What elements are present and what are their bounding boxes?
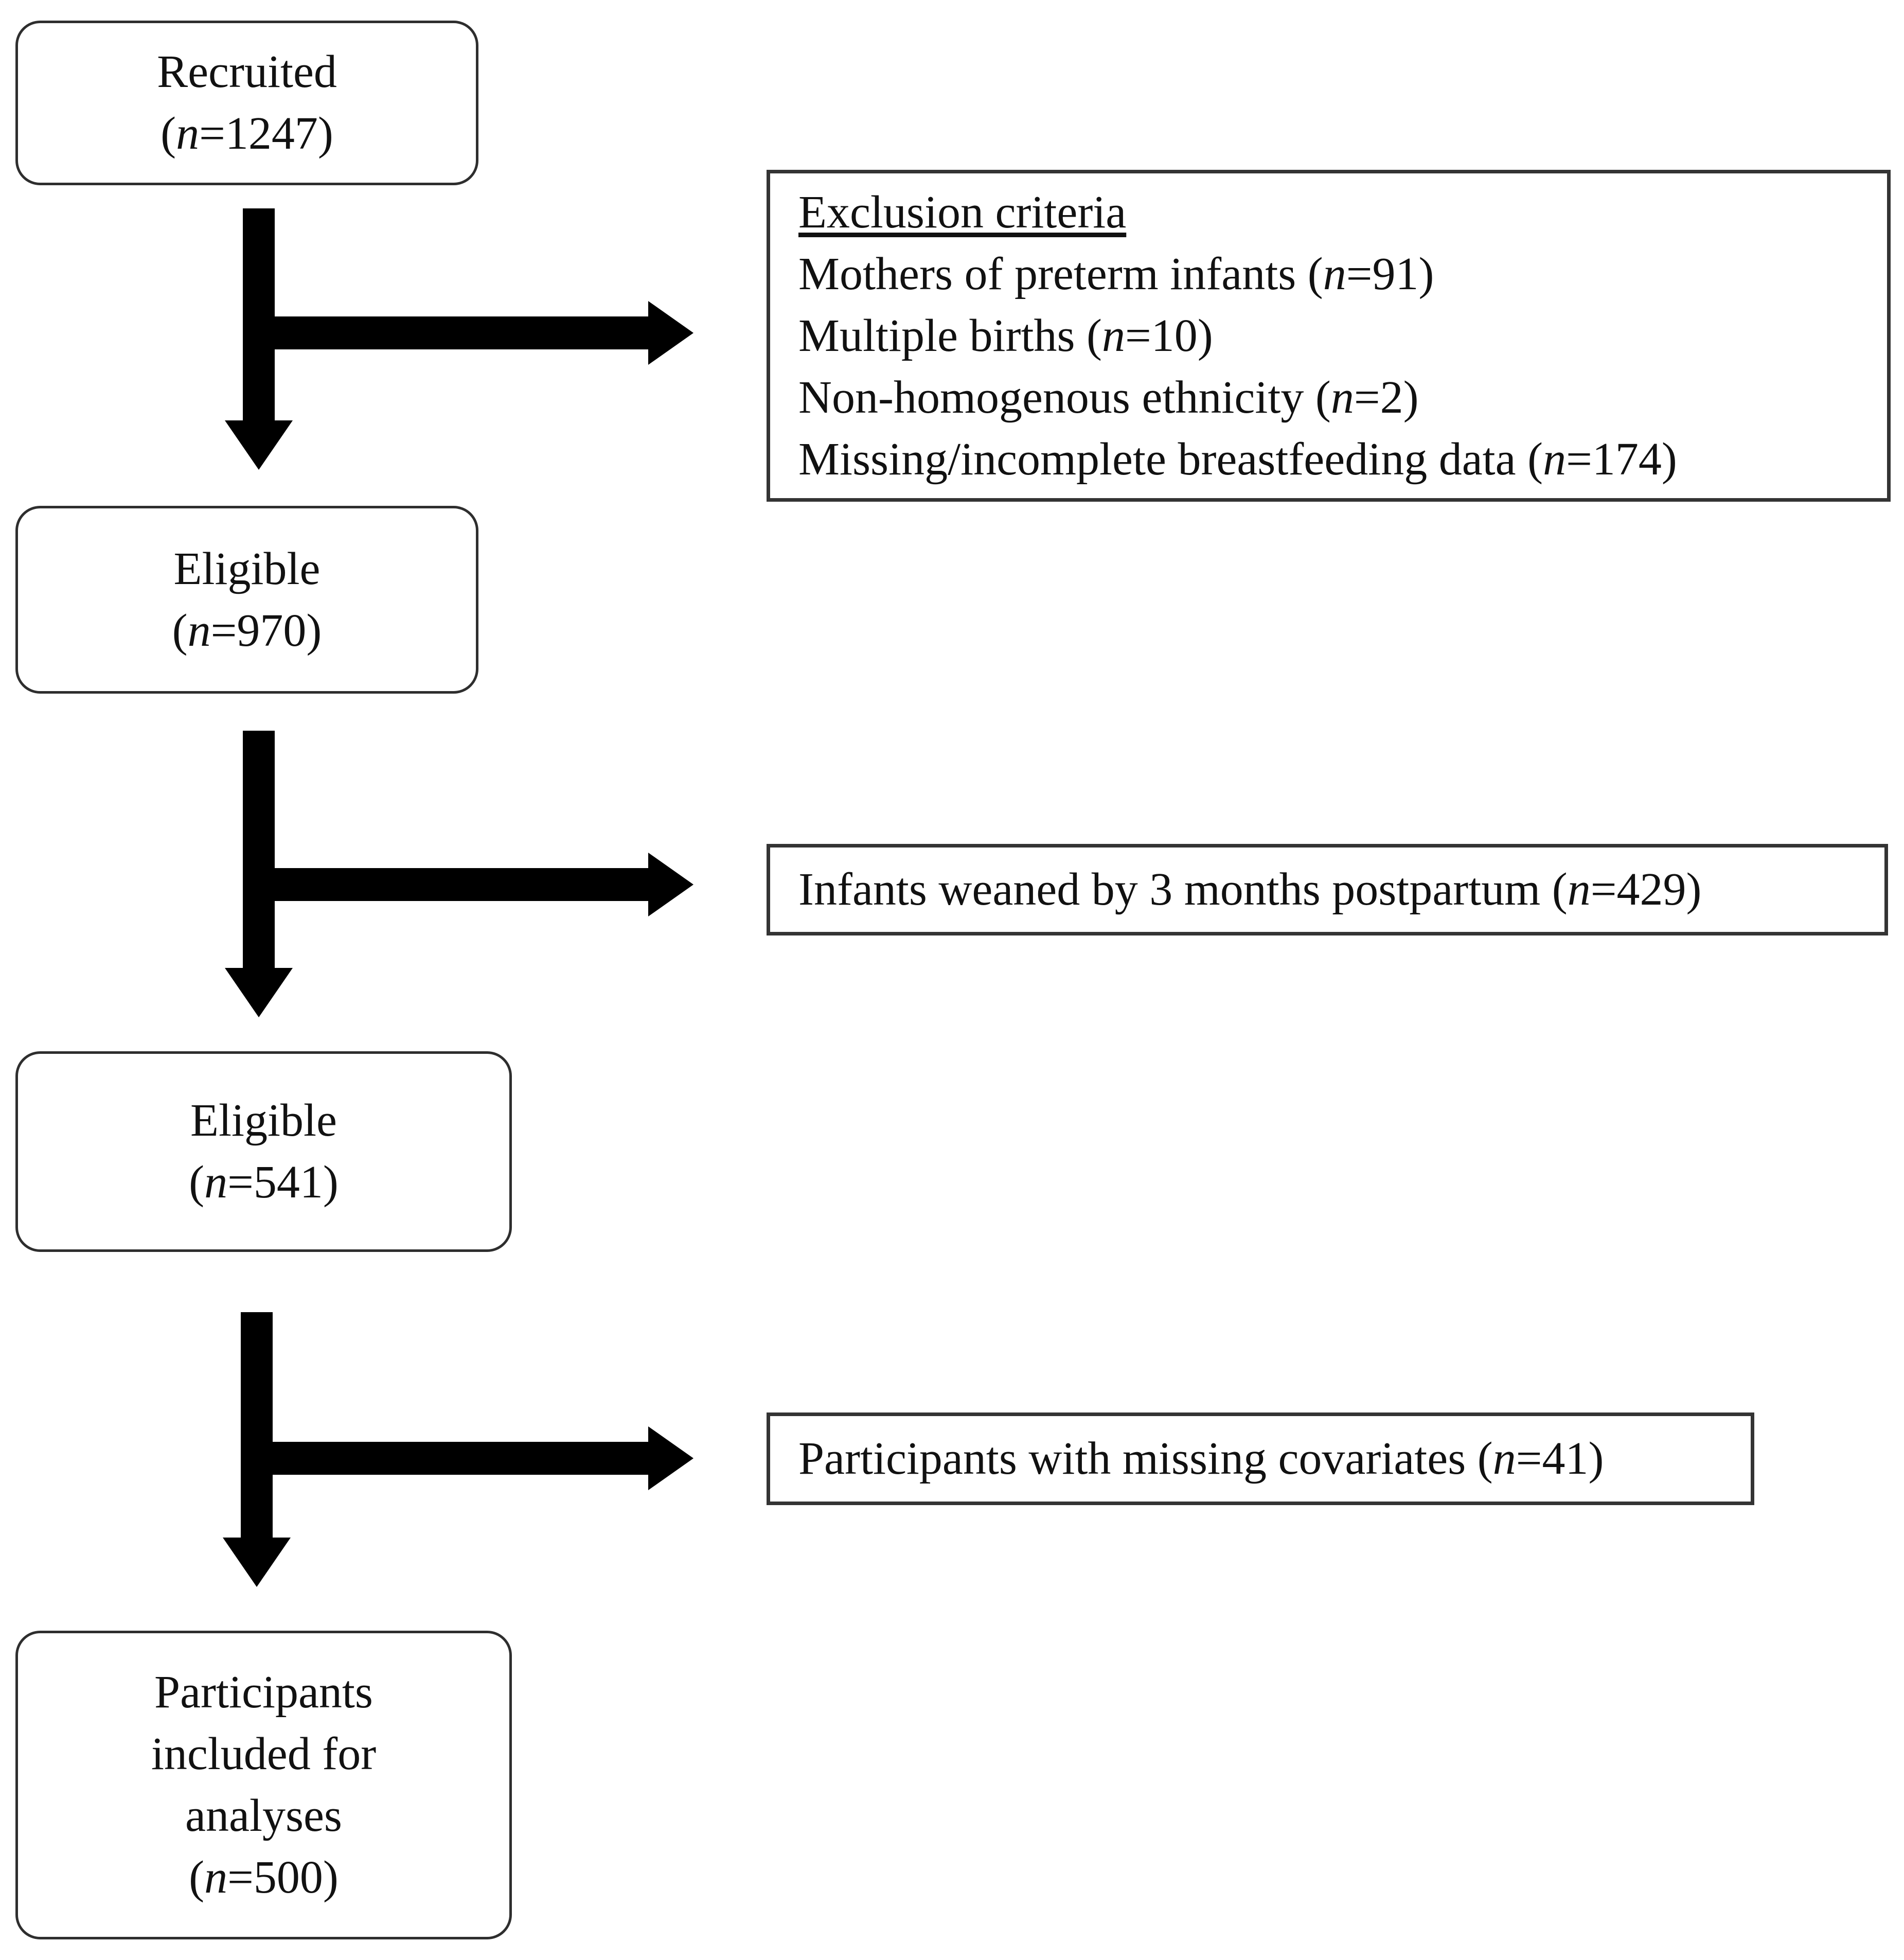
n-symbol: n <box>204 1157 228 1208</box>
branch-arrow-3-head <box>648 1426 693 1490</box>
eligible-970-count: (n=970) <box>172 605 322 656</box>
n-symbol: n <box>204 1852 228 1903</box>
n-symbol: n <box>187 605 211 656</box>
missing-covariates-text: Participants with missing covariates (n=… <box>798 1433 1604 1484</box>
weaned-box: Infants weaned by 3 months postpartum (n… <box>767 844 1888 935</box>
included-title-2: included for <box>151 1728 377 1779</box>
branch-arrow-1-stem <box>243 316 649 349</box>
exclusion-item: Missing/incomplete breastfeeding data (n… <box>798 433 1677 485</box>
n-symbol: n <box>176 108 200 159</box>
eligible-970-title: Eligible <box>173 543 321 594</box>
eligible-970-box: Eligible (n=970) <box>15 506 478 694</box>
branch-arrow-1-head <box>648 301 693 365</box>
branch-arrow-2-head <box>648 853 693 916</box>
eligible-541-box: Eligible (n=541) <box>15 1051 512 1252</box>
n-symbol: n <box>1567 864 1591 915</box>
included-title-3: analyses <box>185 1790 342 1841</box>
down-arrow-2-stem <box>243 731 275 969</box>
n-symbol: n <box>1101 310 1125 361</box>
exclusion-box: Exclusion criteria Mothers of preterm in… <box>767 170 1891 502</box>
down-arrow-3-stem <box>241 1312 273 1539</box>
exclusion-heading: Exclusion criteria <box>798 186 1127 238</box>
down-arrow-1-head <box>225 420 293 470</box>
n-symbol: n <box>1543 433 1567 485</box>
included-count: (n=500) <box>189 1852 339 1903</box>
weaned-text: Infants weaned by 3 months postpartum (n… <box>798 864 1702 915</box>
branch-arrow-3-stem <box>241 1442 649 1475</box>
recruited-count: (n=1247) <box>161 108 333 159</box>
eligible-541-title: Eligible <box>190 1095 337 1146</box>
eligible-541-count: (n=541) <box>189 1157 339 1208</box>
exclusion-item: Multiple births (n=10) <box>798 310 1213 361</box>
exclusion-item: Non-homogenous ethnicity (n=2) <box>798 372 1419 423</box>
n-symbol: n <box>1492 1433 1516 1484</box>
recruited-box: Recruited (n=1247) <box>15 21 478 185</box>
missing-covariates-box: Participants with missing covariates (n=… <box>767 1412 1754 1505</box>
down-arrow-2-head <box>225 968 293 1017</box>
included-box: Participants included for analyses (n=50… <box>15 1631 512 1939</box>
recruited-title: Recruited <box>157 46 337 97</box>
branch-arrow-2-stem <box>243 868 649 901</box>
n-symbol: n <box>1330 372 1354 423</box>
exclusion-item: Mothers of preterm infants (n=91) <box>798 248 1434 299</box>
included-title-1: Participants <box>154 1667 373 1718</box>
down-arrow-1-stem <box>243 208 275 421</box>
down-arrow-3-head <box>223 1538 291 1587</box>
n-symbol: n <box>1323 248 1346 299</box>
